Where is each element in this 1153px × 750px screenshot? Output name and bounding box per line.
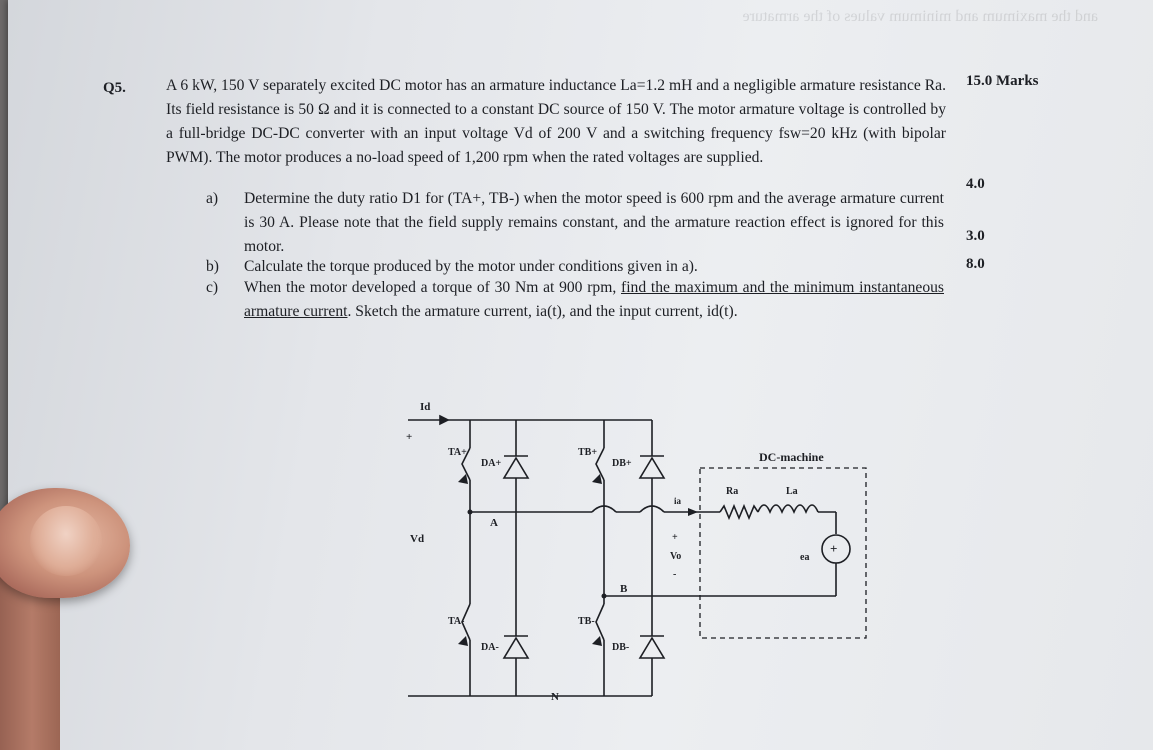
- label-vo-plus: +: [672, 532, 678, 543]
- junction-a1: [467, 509, 473, 515]
- switch-tb-plus: [595, 447, 605, 481]
- armature-current-arrow: [688, 508, 698, 516]
- switch-ta-plus: [461, 447, 471, 481]
- part-c-text-underlined: find the maximum and the minimum instant…: [244, 279, 944, 320]
- switch-tb-minus: [595, 603, 605, 641]
- label-vo-minus: -: [673, 569, 676, 580]
- label-tb-plus: TB+: [578, 447, 597, 458]
- label-ea: ea: [800, 552, 809, 563]
- switch-tb-plus-arrow: [592, 474, 602, 484]
- input-current-arrowhead: [439, 414, 450, 426]
- armature-resistor: [719, 503, 759, 521]
- label-vd-plus: +: [406, 431, 412, 443]
- dc-machine-box: [699, 467, 867, 639]
- part-b-label: b): [206, 258, 219, 275]
- label-ta-minus: TA-: [448, 616, 464, 627]
- diode-da-plus: [502, 456, 530, 479]
- armature-inductor: [757, 504, 819, 515]
- diode-db-minus: [638, 636, 666, 659]
- label-db-minus: DB-: [612, 642, 629, 653]
- label-node-n: N: [551, 691, 559, 703]
- junction-b1: [601, 593, 607, 599]
- label-id: Id: [420, 401, 430, 413]
- question-number: Q5.: [103, 80, 126, 96]
- part-c-text-before: When the motor developed a torque of 30 …: [244, 279, 621, 296]
- part-a-marks: 4.0: [966, 176, 985, 192]
- part-a-label: a): [206, 190, 219, 207]
- total-marks: 15.0 Marks: [966, 73, 1039, 89]
- label-source-plus: +: [830, 541, 837, 556]
- switch-ta-minus-arrow: [458, 636, 468, 646]
- label-vd: Vd: [410, 533, 424, 545]
- label-node-b: B: [620, 583, 628, 595]
- switch-tb-minus-arrow: [592, 636, 602, 646]
- part-c-text-after: . Sketch the armature current, ia(t), an…: [347, 303, 738, 320]
- question-intro: A 6 kW, 150 V separately excited DC moto…: [166, 77, 946, 166]
- switch-ta-minus: [461, 603, 471, 641]
- label-da-plus: DA+: [481, 458, 501, 469]
- label-node-a: A: [490, 517, 498, 529]
- thumb: [0, 488, 130, 598]
- label-vo: Vo: [670, 551, 681, 562]
- exam-paper: and the maximum and minimum values of th…: [8, 0, 1153, 750]
- label-dc-machine: DC-machine: [759, 450, 824, 464]
- switch-ta-plus-arrow: [458, 474, 468, 484]
- part-a: a) Determine the duty ratio D1 for (TA+,…: [206, 187, 944, 259]
- part-b: b) Calculate the torque produced by the …: [206, 255, 944, 279]
- node-a-crossover-2: [639, 505, 665, 513]
- part-b-text: Calculate the torque produced by the mot…: [244, 258, 698, 275]
- label-la: La: [786, 486, 798, 497]
- label-db-plus: DB+: [612, 458, 632, 469]
- part-c-label: c): [206, 279, 219, 296]
- node-a-crossover: [591, 505, 617, 513]
- label-ia: ia: [674, 496, 682, 506]
- label-ra: Ra: [726, 486, 738, 497]
- label-ta-plus: TA+: [448, 447, 467, 458]
- part-a-text: Determine the duty ratio D1 for (TA+, TB…: [244, 190, 944, 255]
- part-b-marks: 3.0: [966, 228, 985, 244]
- part-c-marks: 8.0: [966, 256, 985, 272]
- label-da-minus: DA-: [481, 642, 499, 653]
- label-tb-minus: TB-: [578, 616, 595, 627]
- part-c: c) When the motor developed a torque of …: [206, 276, 944, 324]
- diode-da-minus: [502, 636, 530, 659]
- diode-db-plus: [638, 456, 666, 479]
